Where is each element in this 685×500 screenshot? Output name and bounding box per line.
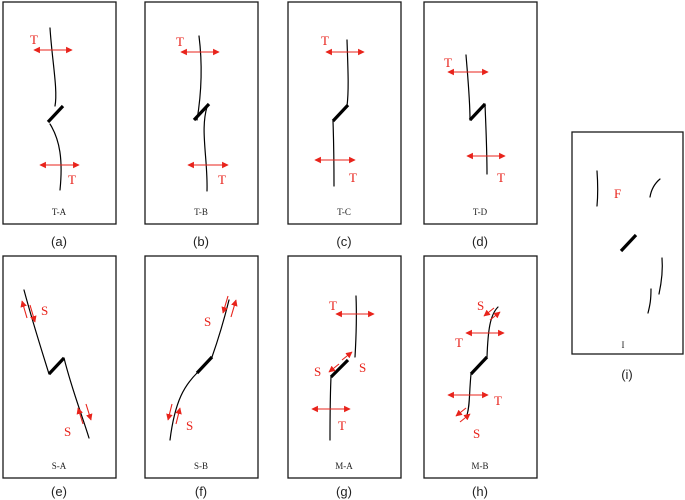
shear-arrow [328, 363, 340, 373]
specimen-frame [2, 255, 117, 479]
pre-existing-flaw [468, 102, 487, 122]
upper-crack [196, 35, 202, 121]
load-label: T [321, 33, 329, 48]
load-label: T [455, 335, 463, 350]
shear-arrow [221, 295, 229, 314]
load-label: T [218, 172, 226, 187]
crack-segment [658, 257, 663, 295]
panel-code: T-D [473, 207, 488, 217]
crack-segment [649, 178, 661, 198]
specimen-frame [287, 1, 402, 225]
shear-arrow [230, 299, 238, 318]
shear-arrow [459, 413, 471, 423]
load-label: T [494, 393, 502, 408]
lower-crack [169, 372, 198, 441]
load-label: T [68, 172, 76, 187]
upper-crack [486, 306, 499, 358]
panel-code: T-C [337, 207, 351, 217]
panel-code: S-A [52, 461, 67, 471]
shear-arrow [489, 311, 501, 321]
specimen-frame [423, 1, 538, 225]
crack-segment [647, 288, 652, 314]
pre-existing-flaw [619, 233, 638, 253]
panel-caption: (a) [51, 234, 67, 249]
lower-crack [63, 357, 90, 439]
panel-caption: (f) [195, 484, 207, 499]
upper-crack [49, 27, 57, 107]
panel-code: I [622, 340, 625, 350]
specimen-frame [287, 255, 402, 479]
panel-code: T-B [194, 207, 208, 217]
shear-arrow [455, 407, 467, 417]
shear-arrow [76, 407, 84, 425]
panel-caption: (h) [472, 484, 488, 499]
crack-segment [596, 170, 599, 207]
specimen-frame [2, 1, 117, 225]
load-label: T [30, 32, 38, 47]
shear-arrow [341, 351, 353, 361]
panel-c: T T T-C (c) [287, 1, 402, 249]
upper-crack [346, 39, 349, 107]
upper-crack [23, 289, 50, 375]
panel-h: S T T S M-B (h) [423, 255, 538, 499]
panel-f: S S S-B (f) [144, 255, 259, 499]
shear-arrow [20, 300, 28, 319]
upper-crack [465, 54, 471, 121]
load-label: S [473, 426, 480, 441]
panel-caption: (b) [193, 234, 209, 249]
panel-code: T-A [52, 207, 67, 217]
load-label: S [204, 314, 211, 329]
shear-arrow [29, 304, 37, 323]
panel-g: T S S T M-A (g) [287, 255, 402, 499]
lower-crack [466, 373, 472, 416]
panel-b: T T T-B (b) [144, 1, 259, 249]
panel-code: M-B [471, 461, 488, 471]
lower-crack [49, 123, 62, 191]
lower-crack [484, 103, 488, 175]
pre-existing-flaw [329, 358, 350, 379]
panel-caption: (i) [621, 367, 633, 382]
upper-crack [354, 295, 358, 358]
pre-existing-flaw [192, 102, 211, 122]
panel-caption: (g) [336, 484, 352, 499]
load-label: F [614, 186, 621, 201]
load-label: T [497, 170, 505, 185]
load-label: T [338, 418, 346, 433]
load-label: T [444, 55, 452, 70]
pre-existing-flaw [331, 103, 350, 123]
shear-arrow [166, 403, 173, 421]
specimen-frame [423, 255, 538, 479]
load-label: S [41, 303, 48, 318]
lower-crack [203, 106, 208, 192]
shear-arrow [483, 307, 495, 317]
pre-existing-flaw [195, 355, 214, 375]
shear-arrow [85, 403, 93, 421]
panel-caption: (e) [51, 484, 67, 499]
load-label: T [329, 298, 337, 313]
load-label: S [314, 364, 321, 379]
panel-caption: (d) [472, 234, 488, 249]
load-label: S [477, 298, 484, 313]
panel-caption: (c) [336, 234, 351, 249]
upper-crack [211, 299, 230, 358]
pre-existing-flaw [47, 356, 66, 376]
panel-a: T T T-A (a) [2, 1, 117, 249]
load-label: S [64, 424, 71, 439]
panel-e: S S S-A (e) [2, 255, 117, 499]
load-label: S [186, 418, 193, 433]
panel-d: T T T-D (d) [423, 1, 538, 249]
pre-existing-flaw [46, 104, 65, 124]
load-label: T [349, 170, 357, 185]
load-label: S [359, 360, 366, 375]
panel-code: M-A [335, 461, 353, 471]
panel-i: F I (i) [571, 131, 684, 382]
load-label: T [176, 34, 184, 49]
pre-existing-flaw [469, 355, 489, 376]
shear-arrow [175, 407, 182, 425]
panel-code: S-B [194, 461, 208, 471]
